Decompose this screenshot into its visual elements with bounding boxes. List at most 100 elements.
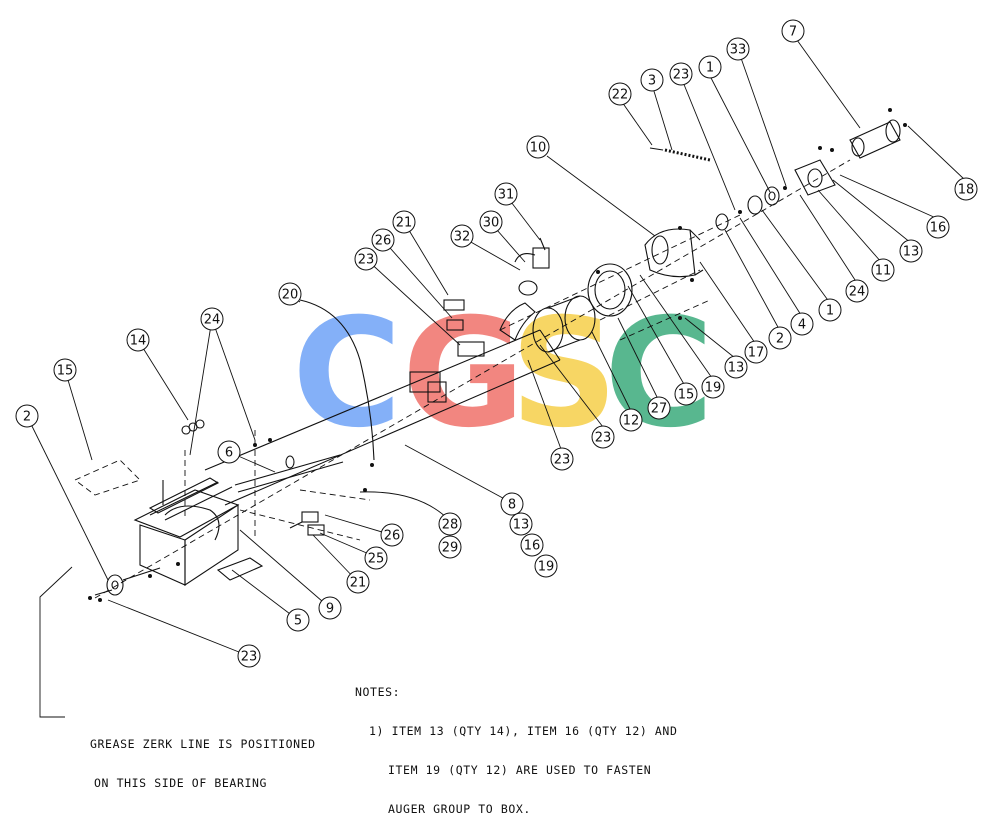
callout-circle xyxy=(364,546,388,570)
callout-25: 25 xyxy=(364,546,388,570)
callout-number: 24 xyxy=(849,285,866,300)
callout-number: 14 xyxy=(130,334,147,349)
callout-12: 12 xyxy=(619,408,643,432)
callout-circle xyxy=(237,644,261,668)
callout-circle xyxy=(768,326,792,350)
callout-circle xyxy=(278,282,302,306)
callout-number: 31 xyxy=(498,188,515,203)
callout-number: 23 xyxy=(673,68,690,83)
hydraulic-motor xyxy=(849,119,901,159)
callout-10: 10 xyxy=(526,135,550,159)
callout-number: 7 xyxy=(789,25,797,40)
callout-number: 9 xyxy=(326,602,334,617)
callout-15b: 15 xyxy=(53,358,77,382)
callout-circle xyxy=(701,375,725,399)
callout-21a: 21 xyxy=(392,210,416,234)
callout-14: 14 xyxy=(126,328,150,352)
callout-circle xyxy=(354,247,378,271)
grease-note-line-1: GREASE ZERK LINE IS POSITIONED xyxy=(90,737,316,751)
motor-mount-plate xyxy=(794,159,836,196)
callout-circle xyxy=(871,258,895,282)
callout-13c: 13 xyxy=(509,512,533,536)
callout-16a: 16 xyxy=(926,215,950,239)
callout-9: 9 xyxy=(318,596,342,620)
callout-circle xyxy=(781,19,805,43)
callout-2b: 2 xyxy=(15,404,39,428)
mounting-flange xyxy=(587,263,633,317)
watermark-letter-c2: C xyxy=(604,287,714,461)
watermark: C G S C xyxy=(292,287,714,461)
auger-chain xyxy=(649,147,711,162)
callout-number: 8 xyxy=(508,498,516,513)
callout-circle xyxy=(126,328,150,352)
callout-circle xyxy=(479,210,503,234)
callout-circle xyxy=(845,279,869,303)
callout-23d: 23 xyxy=(354,247,378,271)
callout-19b: 19 xyxy=(534,554,558,578)
callout-18: 18 xyxy=(954,177,978,201)
callout-number: 23 xyxy=(358,253,375,268)
callout-23a: 23 xyxy=(669,62,693,86)
callout-number: 23 xyxy=(595,431,612,446)
drive-cylinder xyxy=(532,295,596,353)
callout-24a: 24 xyxy=(845,279,869,303)
callout-13a: 13 xyxy=(899,239,923,263)
callout-circle xyxy=(790,312,814,336)
callout-circle xyxy=(500,492,524,516)
callout-circle xyxy=(318,596,342,620)
grease-zerk-note: GREASE ZERK LINE IS POSITIONED ON THIS S… xyxy=(90,712,316,803)
callout-circle xyxy=(640,68,664,92)
gear-housing xyxy=(644,228,704,278)
callout-number: 23 xyxy=(241,650,258,665)
callout-number: 28 xyxy=(442,518,459,533)
callout-11: 11 xyxy=(871,258,895,282)
notes-line-3: AUGER GROUP TO BOX. xyxy=(388,802,531,816)
callout-number: 16 xyxy=(524,539,541,554)
callout-circle xyxy=(346,570,370,594)
callout-circle xyxy=(550,447,574,471)
callout-8: 8 xyxy=(500,492,524,516)
callout-24b: 24 xyxy=(200,307,224,331)
callout-19a: 19 xyxy=(701,375,725,399)
callout-1a: 1 xyxy=(698,55,722,79)
callout-circle xyxy=(647,396,671,420)
callout-number: 33 xyxy=(730,43,747,58)
callout-4: 4 xyxy=(790,312,814,336)
callout-23c: 23 xyxy=(550,447,574,471)
callout-circle xyxy=(726,37,750,61)
end-bearing xyxy=(94,567,161,596)
callout-number: 2 xyxy=(776,332,784,347)
callout-number: 13 xyxy=(513,518,530,533)
callout-circle xyxy=(438,512,462,536)
callout-circle xyxy=(669,62,693,86)
coupling-parts xyxy=(715,186,780,231)
callout-circle xyxy=(450,224,474,248)
callout-number: 15 xyxy=(57,364,74,379)
callout-circle xyxy=(392,210,416,234)
callout-circle xyxy=(15,404,39,428)
callout-number: 11 xyxy=(875,264,892,279)
callout-3: 3 xyxy=(640,68,664,92)
callout-circle xyxy=(744,340,768,364)
callout-circle xyxy=(724,355,748,379)
hose-line xyxy=(299,299,375,461)
callout-number: 16 xyxy=(930,221,947,236)
leader-lines xyxy=(26,39,966,718)
notes-line-2: ITEM 19 (QTY 12) ARE USED TO FASTEN xyxy=(388,763,652,777)
callout-number: 30 xyxy=(483,216,500,231)
callout-number: 22 xyxy=(612,88,629,103)
callout-number: 3 xyxy=(648,74,656,89)
callout-circle xyxy=(818,298,842,322)
callout-32: 32 xyxy=(450,224,474,248)
callout-20: 20 xyxy=(278,282,302,306)
callout-number: 2 xyxy=(23,410,31,425)
deflector-plate xyxy=(216,557,264,581)
callout-number: 23 xyxy=(554,453,571,468)
callout-number: 1 xyxy=(826,304,834,319)
callout-23b: 23 xyxy=(591,425,615,449)
callout-circle xyxy=(591,425,615,449)
auger-shaft xyxy=(234,454,344,493)
callout-number: 17 xyxy=(748,346,765,361)
callout-circle xyxy=(520,533,544,557)
watermark-letter-g: G xyxy=(402,287,525,461)
